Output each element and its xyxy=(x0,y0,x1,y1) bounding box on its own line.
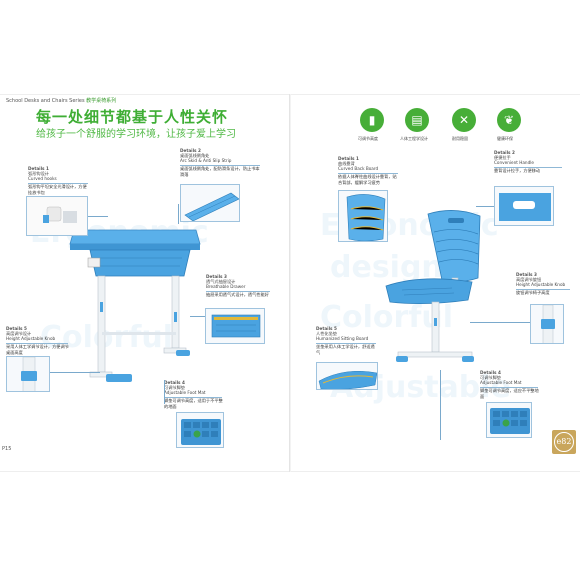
desk-callout-details4: Details 4 可调节脚垫 Adjustable Foot Mat 脚垫可调… xyxy=(164,380,224,409)
icon-label-3: 耐用稳固 xyxy=(452,136,468,141)
callout-en: Curved Back Board xyxy=(338,166,379,172)
callout-cn: 可调节脚垫 xyxy=(480,375,501,381)
callout-desc: 脚垫可调节高度，适用于不平整的地面 xyxy=(164,398,223,409)
desk-detail5-photo xyxy=(6,356,50,392)
page-gutter xyxy=(289,94,291,472)
desk-detail4-photo xyxy=(176,412,224,448)
chair-detail1-photo xyxy=(338,190,388,242)
book-icon: ▤ xyxy=(405,108,429,132)
callout-cn: 高度调节设计 xyxy=(6,331,32,337)
chair-callout-details4: Details 4 可调节脚垫 Adjustable Foot Mat 脚垫可调… xyxy=(480,370,540,399)
desk-callout-details3: Details 3 透气式抽屉设计 Breathable Drawer 抽屉采用… xyxy=(206,274,272,298)
callout-desc: 抽屉采用透气式设计，透气性能好 xyxy=(206,292,269,298)
callout-desc: 依据人体脊柱曲线设计靠背，贴合背部，缓解学习疲劳 xyxy=(338,174,397,185)
desk-callout-details2: Details 2 桌面弧线倒角处 Arc Skid & Anti Slip S… xyxy=(180,148,262,177)
chair-illustration xyxy=(385,210,481,362)
chair-base xyxy=(397,351,473,358)
callout-title: Details 1 xyxy=(28,166,49,171)
callout-title: Details 2 xyxy=(180,148,201,153)
callout-title: Details 5 xyxy=(6,326,27,331)
callout-cn: 桌面弧线倒角处 xyxy=(180,153,210,159)
chair-post xyxy=(431,301,440,353)
callout-desc: 采用人体工学调节设计，方便调节桌面高度 xyxy=(6,344,69,355)
callout-desc: 坐垫采用人体工学设计，舒适透气 xyxy=(316,344,375,355)
callout-desc: 桌面弧线倒角处，配防滑条设计，防止书本滑落 xyxy=(180,166,260,177)
desk-callout-details1: Details 1 弧形钩设计 Curved hooks 弧形钩平坦安全光滑设计… xyxy=(28,166,90,195)
callout-cn: 透气式抽屉设计 xyxy=(206,279,236,285)
series-en: School Desks and Chairs Series xyxy=(6,98,85,104)
callout-cn: 人性化坐垫 xyxy=(316,331,337,337)
desk-detail1-photo xyxy=(26,196,88,236)
callout-title: Details 1 xyxy=(338,156,359,161)
callout-title: Details 4 xyxy=(480,370,501,375)
callout-desc: 靠背设计拉手，方便移动 xyxy=(494,168,541,174)
callout-en: Convenient Handle xyxy=(494,160,534,166)
chair-seat xyxy=(385,278,473,304)
callout-title: Details 2 xyxy=(494,150,515,155)
desk-top-edge xyxy=(70,244,200,250)
leaf-icon: ❦ xyxy=(497,108,521,132)
brand-badge: e82 xyxy=(552,430,576,454)
chair-callout-details3: Details 3 高度调节旋钮 Height Adjustable Knob … xyxy=(516,272,572,296)
chair-detail4-photo xyxy=(486,402,532,438)
callout-en: Humanized Sitting Board xyxy=(316,336,369,342)
callout-title: Details 4 xyxy=(164,380,185,385)
desk-top xyxy=(69,229,201,245)
ruler-icon: ▮ xyxy=(360,108,384,132)
chair-detail2-photo xyxy=(494,186,554,226)
series-cn: 教学桌椅系列 xyxy=(86,98,117,104)
desk-hook xyxy=(87,257,101,268)
desk-detail2-photo xyxy=(180,184,240,222)
badge-text: e82 xyxy=(554,432,574,452)
callout-cn: 高度调节旋钮 xyxy=(516,277,542,283)
callout-title: Details 3 xyxy=(206,274,227,279)
icon-label-1: 可调节高度 xyxy=(358,136,378,141)
page-number: P15 xyxy=(2,446,12,452)
callout-cn: 可调节脚垫 xyxy=(164,385,185,391)
chair-detail5-photo xyxy=(316,362,378,390)
callout-title: Details 3 xyxy=(516,272,537,277)
callout-cn: 便捷拉手 xyxy=(494,155,511,161)
subline: 给孩子一个舒服的学习环境，让孩子爱上学习 xyxy=(36,129,236,140)
chair-callout-details1: Details 1 曲线靠背 Curved Back Board 依据人体脊柱曲… xyxy=(338,156,400,185)
icon-label-4: 健康环保 xyxy=(497,136,513,141)
series-header: School Desks and Chairs Series 教学桌椅系列 xyxy=(6,97,116,104)
callout-cn: 曲线靠背 xyxy=(338,161,355,167)
callout-en: Height Adjustable Knob xyxy=(516,282,566,288)
callout-en: Curved hooks xyxy=(28,176,57,182)
callout-desc: 弧形钩平坦安全光滑设计，方便挂放书包 xyxy=(28,184,87,195)
desk-detail3-photo xyxy=(205,308,265,344)
watermark-6: Colorful xyxy=(40,320,174,355)
callout-en: Breathable Drawer xyxy=(206,284,246,290)
callout-desc: 旋钮调节椅子高度 xyxy=(516,290,550,296)
callout-en: Arc Skid & Anti Slip Strip xyxy=(180,158,232,164)
desk-illustration xyxy=(69,229,201,382)
callout-cn: 弧形钩设计 xyxy=(28,171,49,177)
tools-icon: ✕ xyxy=(452,108,476,132)
callout-title: Details 5 xyxy=(316,326,337,331)
chair-detail3-photo xyxy=(530,304,564,344)
chair-callout-details5: Details 5 人性化坐垫 Humanized Sitting Board … xyxy=(316,326,378,355)
callout-en: Height Adjustable Knob xyxy=(6,336,56,342)
desk-left-leg xyxy=(97,275,106,373)
watermark-3: Colorful xyxy=(320,300,454,335)
callout-en: Adjustable Foot Mat xyxy=(480,380,522,386)
desk-drawer xyxy=(89,249,191,277)
desk-callout-details5: Details 5 高度调节设计 Height Adjustable Knob … xyxy=(6,326,70,355)
chair-handle xyxy=(448,218,464,223)
callout-en: Adjustable Foot Mat xyxy=(164,390,206,396)
callout-desc: 脚垫可调节高度，适应不平整地面 xyxy=(480,388,539,399)
chair-callout-details2: Details 2 便捷拉手 Convenient Handle 靠背设计拉手，… xyxy=(494,150,564,174)
headline: 每一处细节都基于人性关怀 xyxy=(36,108,229,126)
icon-label-2: 人体工程学设计 xyxy=(400,136,428,141)
